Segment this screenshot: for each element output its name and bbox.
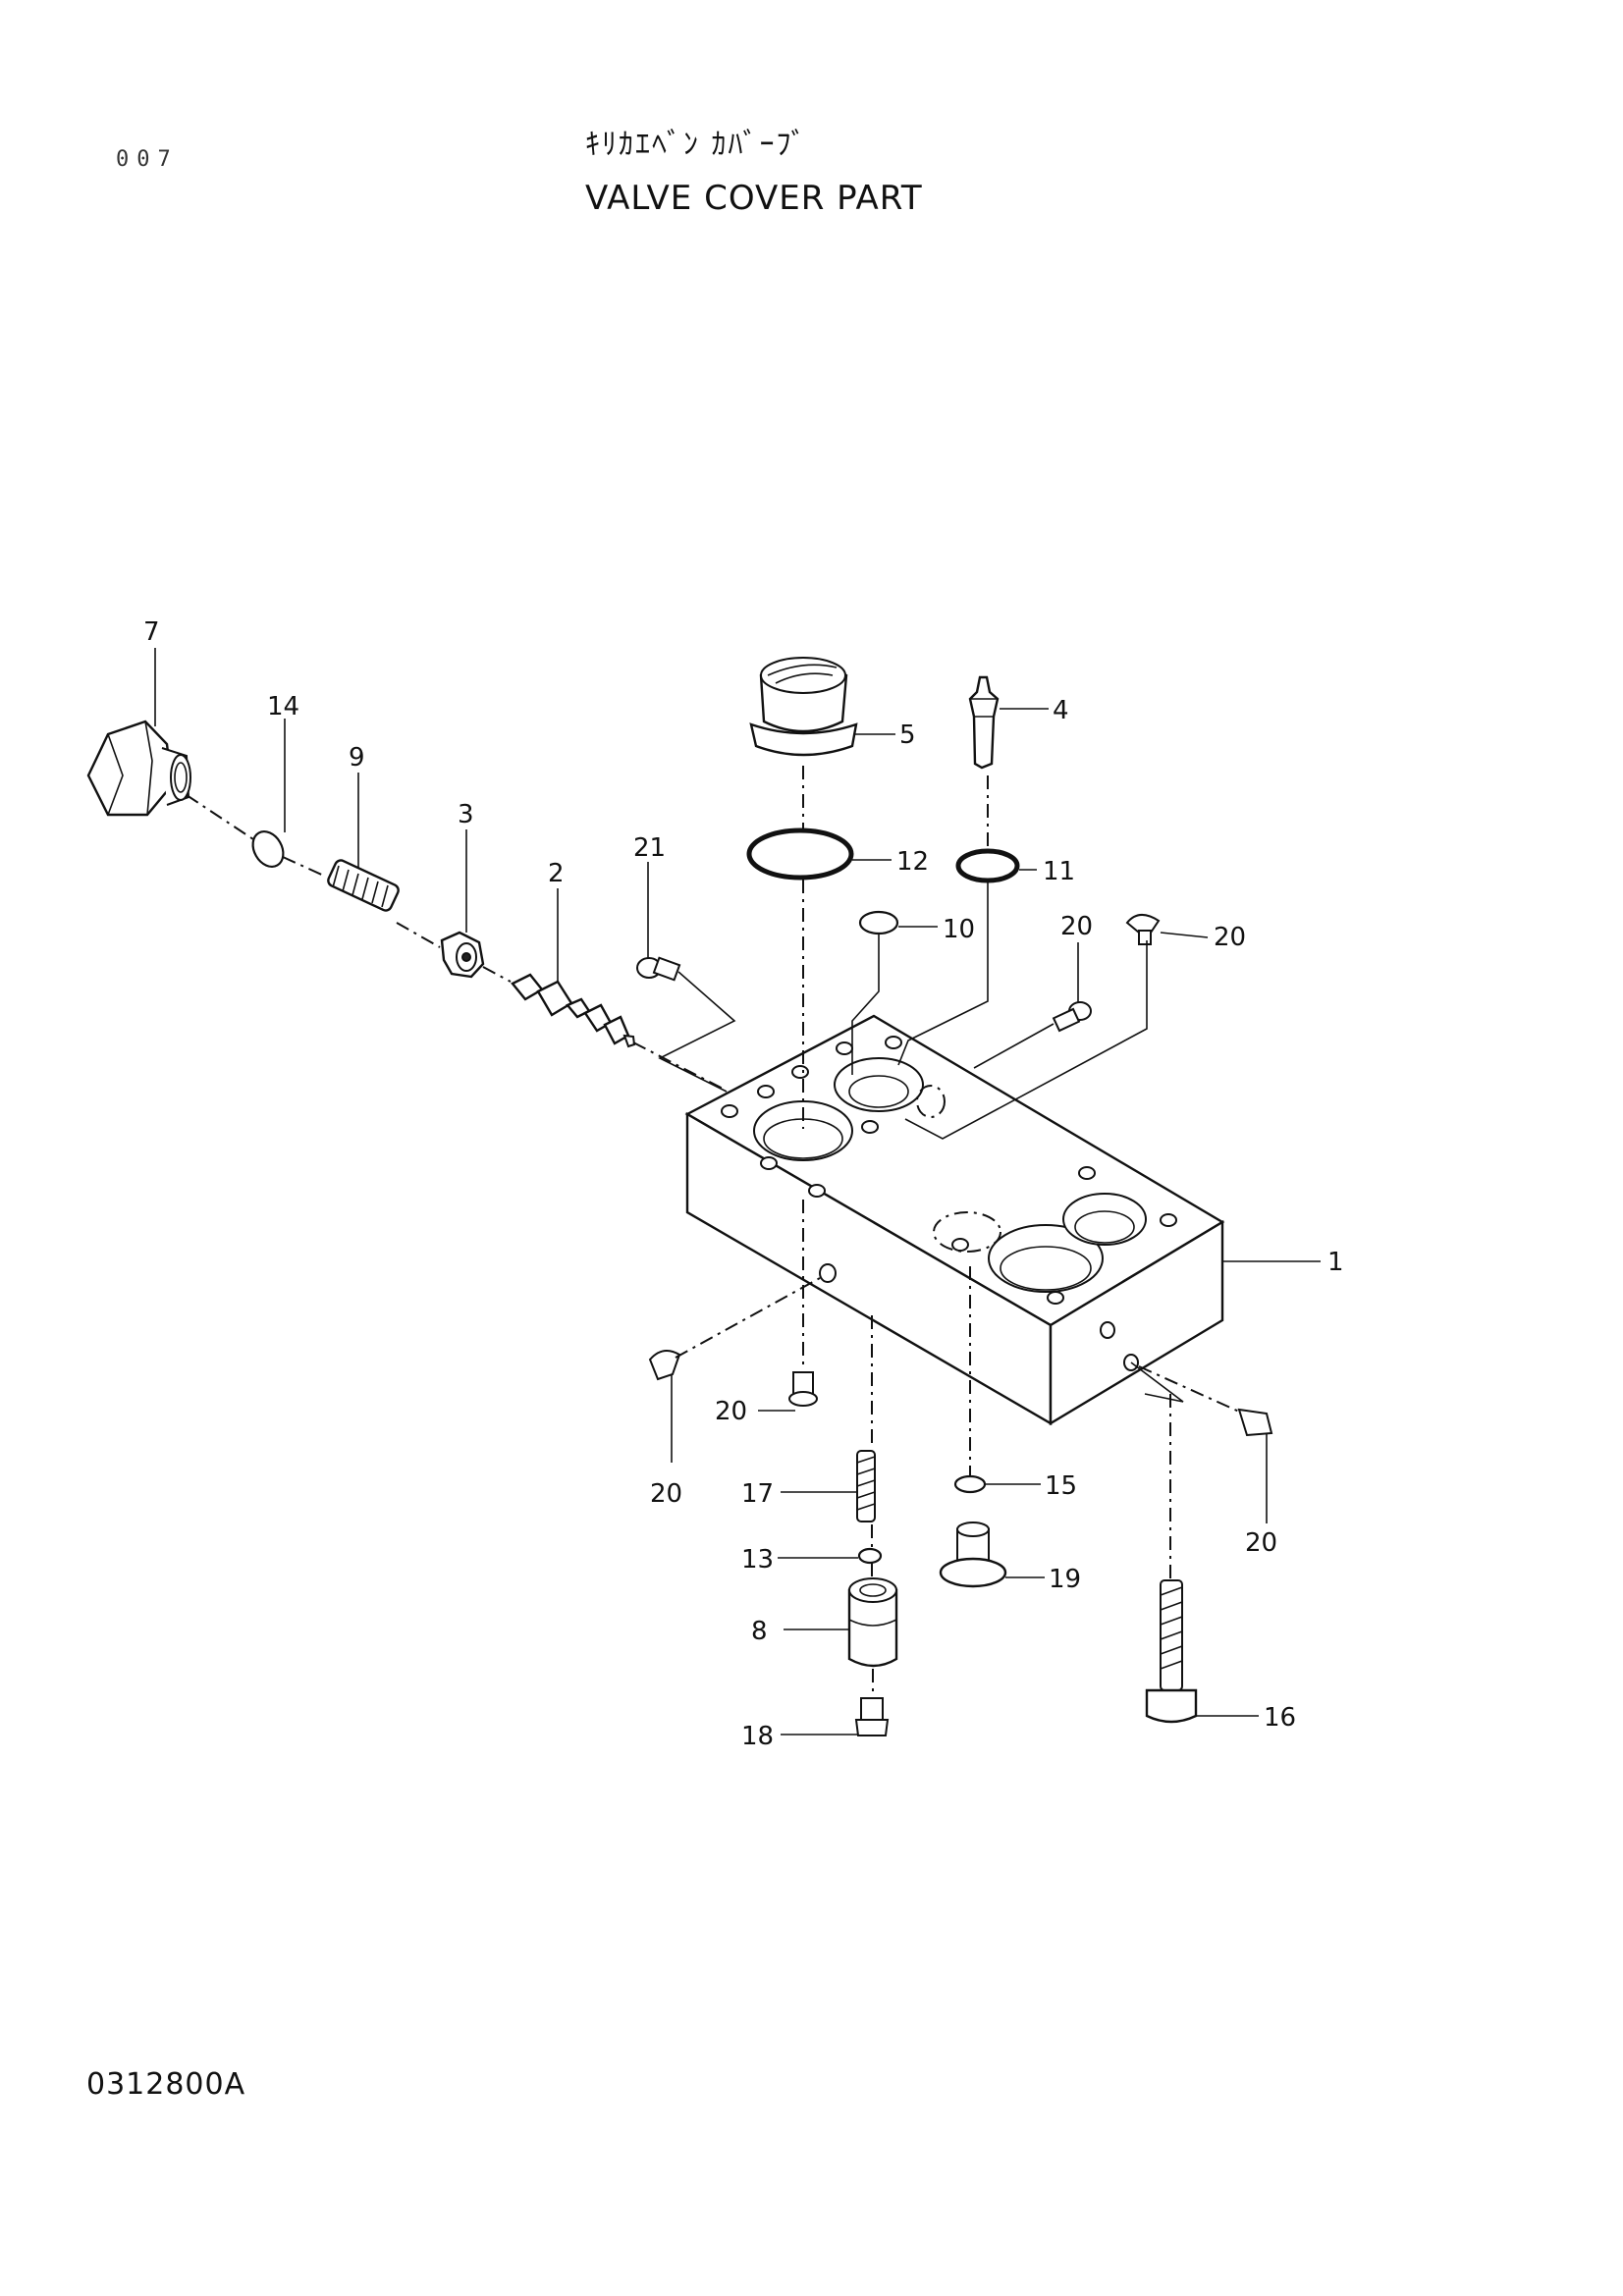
part-20-screw-right[interactable] bbox=[1237, 1408, 1273, 1437]
callout-15: 15 bbox=[1045, 1471, 1077, 1501]
assembly-lines bbox=[186, 766, 1240, 1696]
part-21-screw[interactable] bbox=[636, 956, 681, 982]
callout-20-right: 20 bbox=[1245, 1528, 1277, 1558]
callout-21: 21 bbox=[633, 833, 666, 863]
part-20-screw-left[interactable] bbox=[648, 1350, 681, 1381]
title-japanese: ｷﾘｶｴﾍﾞﾝ ｶﾊﾞｰﾌﾞ bbox=[585, 128, 808, 162]
part-5-cap[interactable] bbox=[749, 657, 858, 757]
part-20-screw-mid[interactable] bbox=[1052, 1001, 1092, 1033]
part-11-o-ring[interactable] bbox=[955, 848, 1020, 883]
title-english: VALVE COVER PART bbox=[585, 179, 923, 218]
part-19-plug[interactable] bbox=[939, 1522, 1007, 1588]
callout-12: 12 bbox=[896, 847, 929, 877]
callout-20-bottom: 20 bbox=[715, 1397, 747, 1426]
callout-14: 14 bbox=[267, 692, 299, 721]
part-20-screw-bottom[interactable] bbox=[788, 1371, 818, 1407]
part-15-o-ring[interactable] bbox=[953, 1474, 987, 1494]
part-13-o-ring[interactable] bbox=[857, 1547, 883, 1565]
callout-4: 4 bbox=[1053, 696, 1069, 725]
callout-10: 10 bbox=[943, 915, 975, 944]
callout-19: 19 bbox=[1049, 1565, 1081, 1594]
callout-18: 18 bbox=[741, 1722, 774, 1751]
callout-3: 3 bbox=[458, 800, 474, 829]
part-4-pin[interactable] bbox=[968, 675, 1000, 770]
leader-lines bbox=[154, 648, 1321, 1735]
page-number: 007 bbox=[116, 147, 179, 172]
part-1-valve-body[interactable] bbox=[684, 1014, 1225, 1426]
part-16-bolt[interactable] bbox=[1145, 1579, 1198, 1724]
callout-20-left: 20 bbox=[650, 1479, 682, 1509]
part-14-o-ring[interactable] bbox=[246, 827, 289, 873]
part-2-spool[interactable] bbox=[511, 973, 636, 1048]
drawing-code: 0312800A bbox=[86, 2067, 246, 2102]
callout-20-top-right: 20 bbox=[1214, 923, 1246, 952]
part-12-snap-ring[interactable] bbox=[746, 828, 854, 881]
callout-9: 9 bbox=[349, 743, 365, 773]
part-8-sleeve[interactable] bbox=[847, 1577, 898, 1668]
part-9-spring[interactable] bbox=[326, 859, 400, 913]
part-10-washer[interactable] bbox=[858, 910, 899, 935]
part-20-screw-top-right[interactable] bbox=[1125, 914, 1161, 945]
part-7-plug[interactable] bbox=[86, 720, 191, 817]
callout-8: 8 bbox=[751, 1617, 768, 1646]
part-18-plug-screw[interactable] bbox=[854, 1697, 890, 1736]
callout-13: 13 bbox=[741, 1545, 774, 1575]
callout-17: 17 bbox=[741, 1479, 774, 1509]
part-17-stud[interactable] bbox=[856, 1450, 876, 1522]
callout-20-top: 20 bbox=[1060, 912, 1093, 941]
callout-2: 2 bbox=[548, 859, 565, 888]
callout-16: 16 bbox=[1264, 1703, 1296, 1733]
callout-5: 5 bbox=[899, 721, 916, 750]
callout-7: 7 bbox=[143, 617, 160, 647]
callout-1: 1 bbox=[1327, 1248, 1344, 1277]
callout-11: 11 bbox=[1043, 857, 1075, 886]
part-3-seat[interactable] bbox=[440, 931, 485, 979]
